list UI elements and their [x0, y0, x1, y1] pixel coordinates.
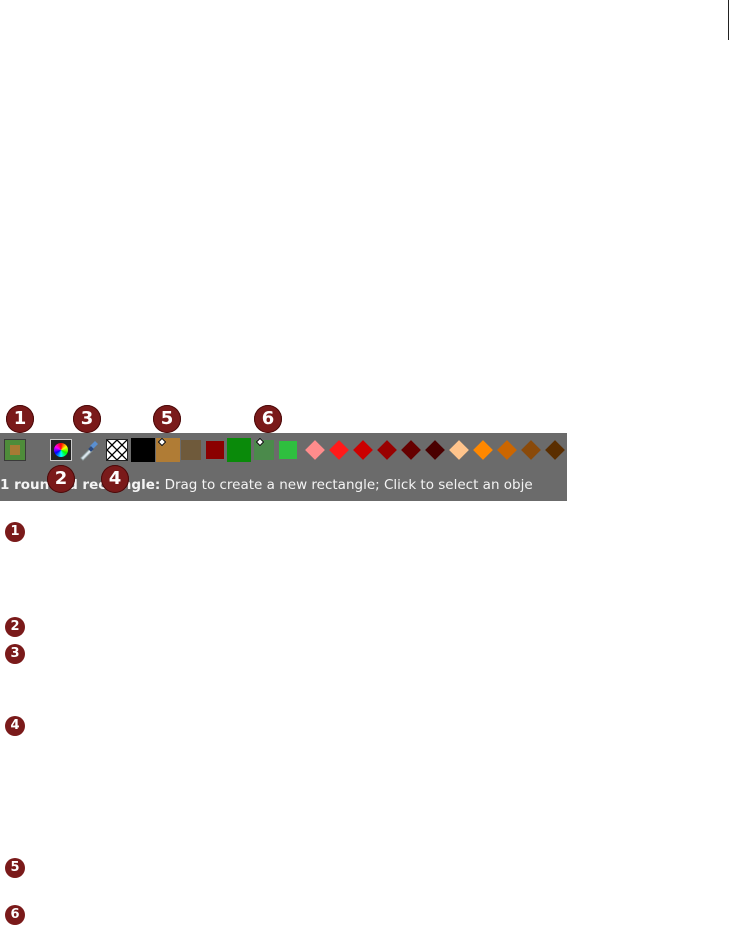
no-color-button[interactable]	[106, 439, 128, 461]
marker-5: 5	[5, 858, 25, 878]
palette-swatch-4[interactable]	[206, 441, 224, 459]
color-editor-button[interactable]	[50, 439, 72, 461]
color-toolbar: 1 rounded rectangle: Drag to create a ne…	[0, 433, 567, 501]
palette-swatch-8[interactable]	[305, 440, 325, 460]
palette-swatch-11[interactable]	[377, 440, 397, 460]
palette-swatch-9[interactable]	[329, 440, 349, 460]
page-edge-mark	[728, 0, 729, 40]
callout-6: 6	[254, 405, 282, 433]
callout-4: 4	[101, 465, 129, 493]
color-wheel-icon	[54, 443, 68, 457]
palette-swatch-15[interactable]	[473, 440, 493, 460]
current-color-swatch[interactable]	[4, 439, 26, 461]
callout-2: 2	[47, 465, 75, 493]
callout-1: 1	[6, 405, 34, 433]
palette-swatch-13[interactable]	[425, 440, 445, 460]
palette-swatch-18[interactable]	[545, 440, 565, 460]
palette-swatch-10[interactable]	[353, 440, 373, 460]
palette-swatch-5[interactable]	[227, 438, 251, 462]
no-color-pattern-icon	[106, 439, 128, 461]
palette-swatch-3[interactable]	[181, 440, 201, 460]
marker-3: 3	[5, 644, 25, 664]
marker-6: 6	[5, 905, 25, 925]
eyedropper-button[interactable]	[78, 439, 100, 461]
eyedropper-icon	[80, 441, 98, 461]
palette-swatch-12[interactable]	[401, 440, 421, 460]
palette-swatch-7[interactable]	[279, 441, 297, 459]
palette-swatch-1[interactable]	[131, 438, 155, 462]
marker-1: 1	[5, 522, 25, 542]
marker-4: 4	[5, 716, 25, 736]
callout-3: 3	[73, 405, 101, 433]
marker-2: 2	[5, 617, 25, 637]
palette-swatch-17[interactable]	[521, 440, 541, 460]
status-hint: Drag to create a new rectangle; Click to…	[160, 477, 533, 493]
palette-swatch-14[interactable]	[449, 440, 469, 460]
status-line: 1 rounded rectangle: Drag to create a ne…	[0, 477, 567, 499]
callout-5: 5	[153, 405, 181, 433]
palette-swatch-16[interactable]	[497, 440, 517, 460]
color-bar-row	[0, 433, 567, 467]
status-object-label: 1 rounded rectangle:	[0, 477, 161, 493]
current-stroke-indicator	[10, 445, 20, 455]
